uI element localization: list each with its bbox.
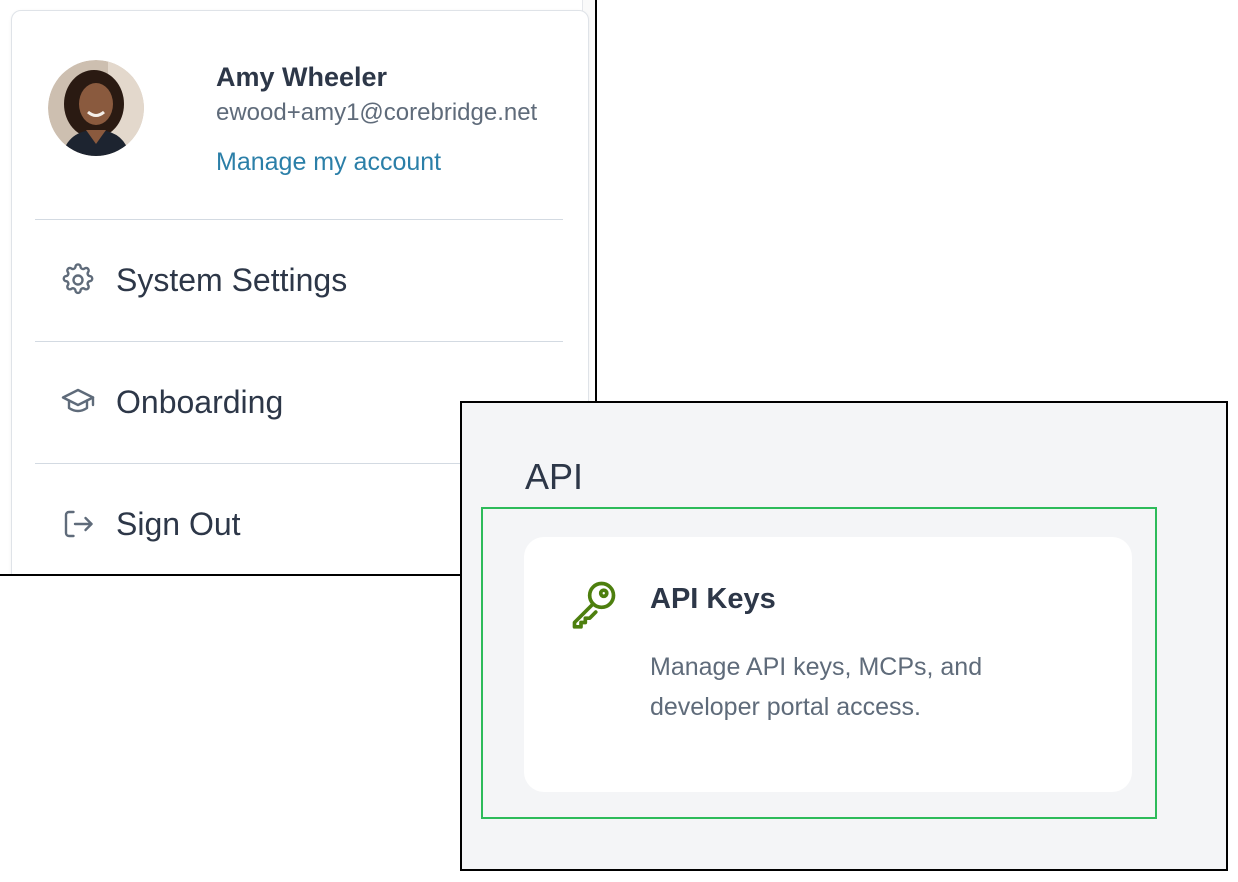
menu-item-label: Onboarding [116, 383, 284, 420]
manage-account-link[interactable]: Manage my account [216, 148, 442, 176]
user-name: Amy Wheeler [216, 62, 388, 92]
user-email: ewood+amy1@corebridge.net [216, 99, 538, 126]
highlight-box [481, 507, 1157, 819]
menu-item-sign-out[interactable]: Sign Out [35, 489, 563, 559]
menu-item-label: System Settings [116, 261, 348, 298]
card-title: API Keys [650, 583, 776, 615]
card-description: Manage API keys, MCPs, and developer por… [650, 653, 983, 721]
menu-item-system-settings[interactable]: System Settings [35, 245, 563, 315]
section-heading: API [525, 456, 584, 497]
gear-icon [59, 261, 97, 299]
menu-item-label: Sign Out [116, 505, 241, 542]
key-icon [568, 577, 620, 629]
profile-section: Amy Wheeler ewood+amy1@corebridge.net Ma… [48, 60, 568, 190]
graduation-cap-icon [59, 383, 97, 421]
menu-divider [35, 219, 563, 220]
menu-divider [35, 463, 563, 464]
menu-item-onboarding[interactable]: Onboarding [35, 367, 563, 437]
menu-divider [35, 341, 563, 342]
api-section-panel: API API Keys Manage API keys, MCPs, and … [460, 401, 1228, 871]
sign-out-icon [59, 505, 97, 543]
api-keys-card[interactable]: API Keys Manage API keys, MCPs, and deve… [524, 537, 1132, 792]
user-avatar [48, 60, 144, 156]
